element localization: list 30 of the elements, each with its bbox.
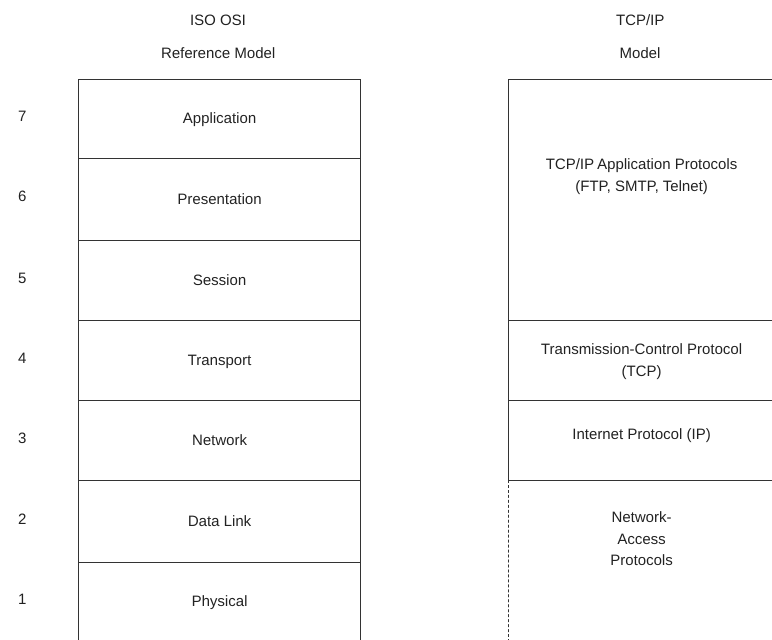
layer-number: 1 bbox=[18, 591, 26, 608]
column-heading: Reference Model bbox=[161, 45, 276, 62]
layer-box bbox=[508, 79, 772, 321]
layer-box bbox=[78, 240, 361, 321]
layer-number: 3 bbox=[18, 430, 26, 447]
layer-box bbox=[78, 158, 361, 241]
layer-name: Internet Protocol (IP) bbox=[571, 424, 712, 445]
layer-box bbox=[78, 400, 361, 481]
layer-number: 4 bbox=[18, 350, 26, 367]
layer-name: Transport bbox=[188, 350, 252, 371]
column-heading: TCP/IP bbox=[616, 12, 664, 29]
layer-name: Physical bbox=[192, 592, 248, 612]
layer-box bbox=[78, 79, 361, 159]
layer-name: Data Link bbox=[188, 512, 252, 532]
layer-number: 5 bbox=[18, 270, 26, 287]
layer-name: TCP/IP Application Protocols (FTP, SMTP, Telnet) bbox=[544, 155, 738, 197]
layer-name: Transmission-Control Protocol (TCP) bbox=[540, 340, 744, 382]
layer-name: Application bbox=[182, 109, 256, 130]
layer-number: 2 bbox=[18, 511, 26, 528]
layer-name: Network- Access Protocols bbox=[609, 508, 674, 572]
layer-name: Presentation bbox=[177, 190, 262, 210]
layer-name: Session bbox=[192, 270, 246, 291]
layer-name: Network bbox=[192, 430, 247, 451]
layer-number: 6 bbox=[18, 188, 26, 205]
layer-number: 7 bbox=[18, 108, 26, 125]
column-heading: Model bbox=[620, 45, 660, 62]
layer-box bbox=[78, 320, 361, 401]
layer-box bbox=[78, 562, 361, 640]
column-heading: ISO OSI bbox=[190, 12, 246, 29]
layer-box bbox=[78, 480, 361, 563]
